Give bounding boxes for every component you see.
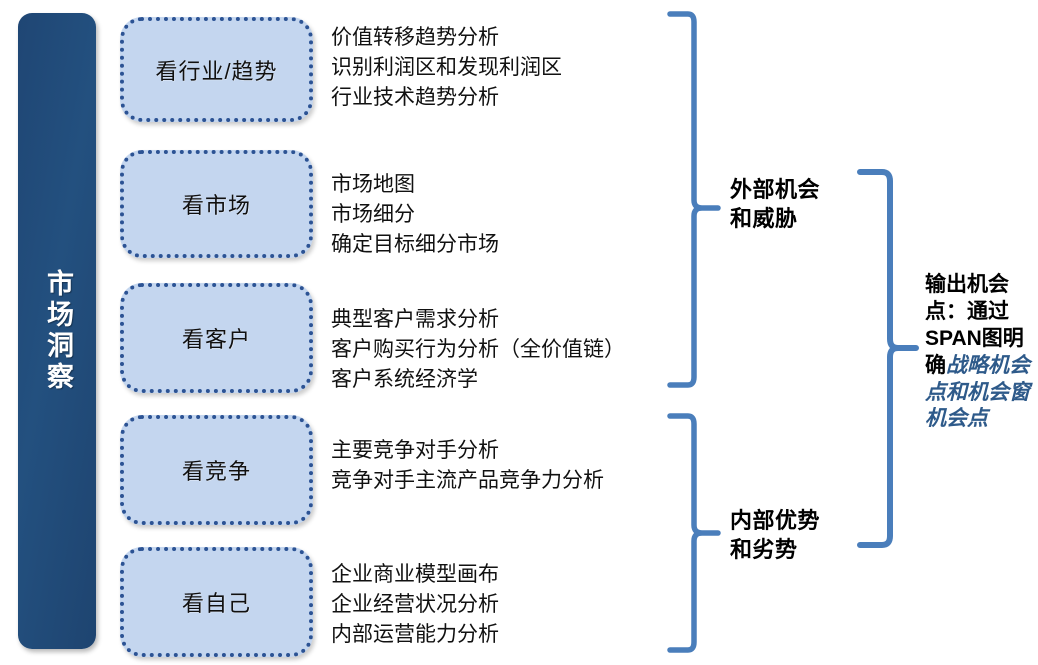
stage-box-industry[interactable]: 看行业/趋势 bbox=[120, 17, 313, 122]
detail-block-customer: 典型客户需求分析 客户购买行为分析（全价值链） 客户系统经济学 bbox=[331, 305, 625, 394]
bracket-internal bbox=[667, 413, 721, 653]
stage-box-market[interactable]: 看市场 bbox=[120, 150, 313, 258]
detail-line: 市场地图 bbox=[331, 173, 415, 196]
stage-box-competition[interactable]: 看竞争 bbox=[120, 415, 313, 525]
stage-box-self[interactable]: 看自己 bbox=[120, 547, 313, 657]
detail-line: 主要竞争对手分析 bbox=[331, 439, 499, 462]
group-label-internal-line1: 内部优势 bbox=[730, 508, 821, 533]
detail-line: 竞争对手主流产品竞争力分析 bbox=[331, 468, 604, 492]
stage-box-customer[interactable]: 看客户 bbox=[120, 283, 313, 393]
stage-box-self-label: 看自己 bbox=[181, 591, 251, 616]
detail-block-market: 市场地图 市场细分 确定目标细分市场 bbox=[331, 170, 499, 259]
detail-line: 内部运营能力分析 bbox=[331, 622, 499, 646]
bracket-output bbox=[857, 169, 919, 548]
detail-line: 企业商业模型画布 bbox=[331, 563, 499, 586]
detail-block-industry: 价值转移趋势分析 识别利润区和发现利润区 行业技术趋势分析 bbox=[331, 23, 562, 112]
group-label-external-line2: 和威胁 bbox=[730, 205, 798, 231]
bracket-external bbox=[667, 11, 721, 388]
detail-line: 客户购买行为分析（全价值链） bbox=[331, 337, 625, 361]
detail-line: 识别利润区和发现利润区 bbox=[331, 55, 562, 79]
group-label-external-line1: 外部机会 bbox=[730, 177, 821, 202]
group-label-internal: 内部优势 和劣势 bbox=[730, 507, 820, 564]
output-conclusion: 输出机会点：通过SPAN图明确战略机会点和机会窗机会点 bbox=[925, 272, 1033, 433]
detail-line: 确定目标细分市场 bbox=[331, 232, 499, 256]
stage-box-market-label: 看市场 bbox=[181, 193, 251, 218]
detail-line: 客户系统经济学 bbox=[331, 367, 478, 391]
group-label-external: 外部机会 和威胁 bbox=[730, 176, 820, 233]
detail-line: 价值转移趋势分析 bbox=[331, 26, 499, 49]
detail-line: 企业经营状况分析 bbox=[331, 592, 499, 616]
market-insight-bar: 市场洞察 bbox=[18, 13, 96, 649]
detail-line: 市场细分 bbox=[331, 202, 415, 226]
market-insight-bar-label: 市场洞察 bbox=[42, 269, 73, 393]
detail-line: 行业技术趋势分析 bbox=[331, 85, 499, 109]
output-conclusion-lead: 输出机会点：通过SPAN图明确 bbox=[925, 273, 1024, 377]
detail-block-self: 企业商业模型画布 企业经营状况分析 内部运营能力分析 bbox=[331, 560, 499, 649]
group-label-internal-line2: 和劣势 bbox=[730, 536, 798, 562]
output-conclusion-accent: 战略机会点和机会窗机会点 bbox=[925, 353, 1030, 431]
detail-block-competition: 主要竞争对手分析 竞争对手主流产品竞争力分析 bbox=[331, 436, 604, 496]
stage-box-competition-label: 看竞争 bbox=[181, 459, 251, 484]
stage-box-customer-label: 看客户 bbox=[181, 327, 251, 352]
stage-box-industry-label: 看行业/趋势 bbox=[155, 58, 278, 84]
detail-line: 典型客户需求分析 bbox=[331, 308, 499, 331]
